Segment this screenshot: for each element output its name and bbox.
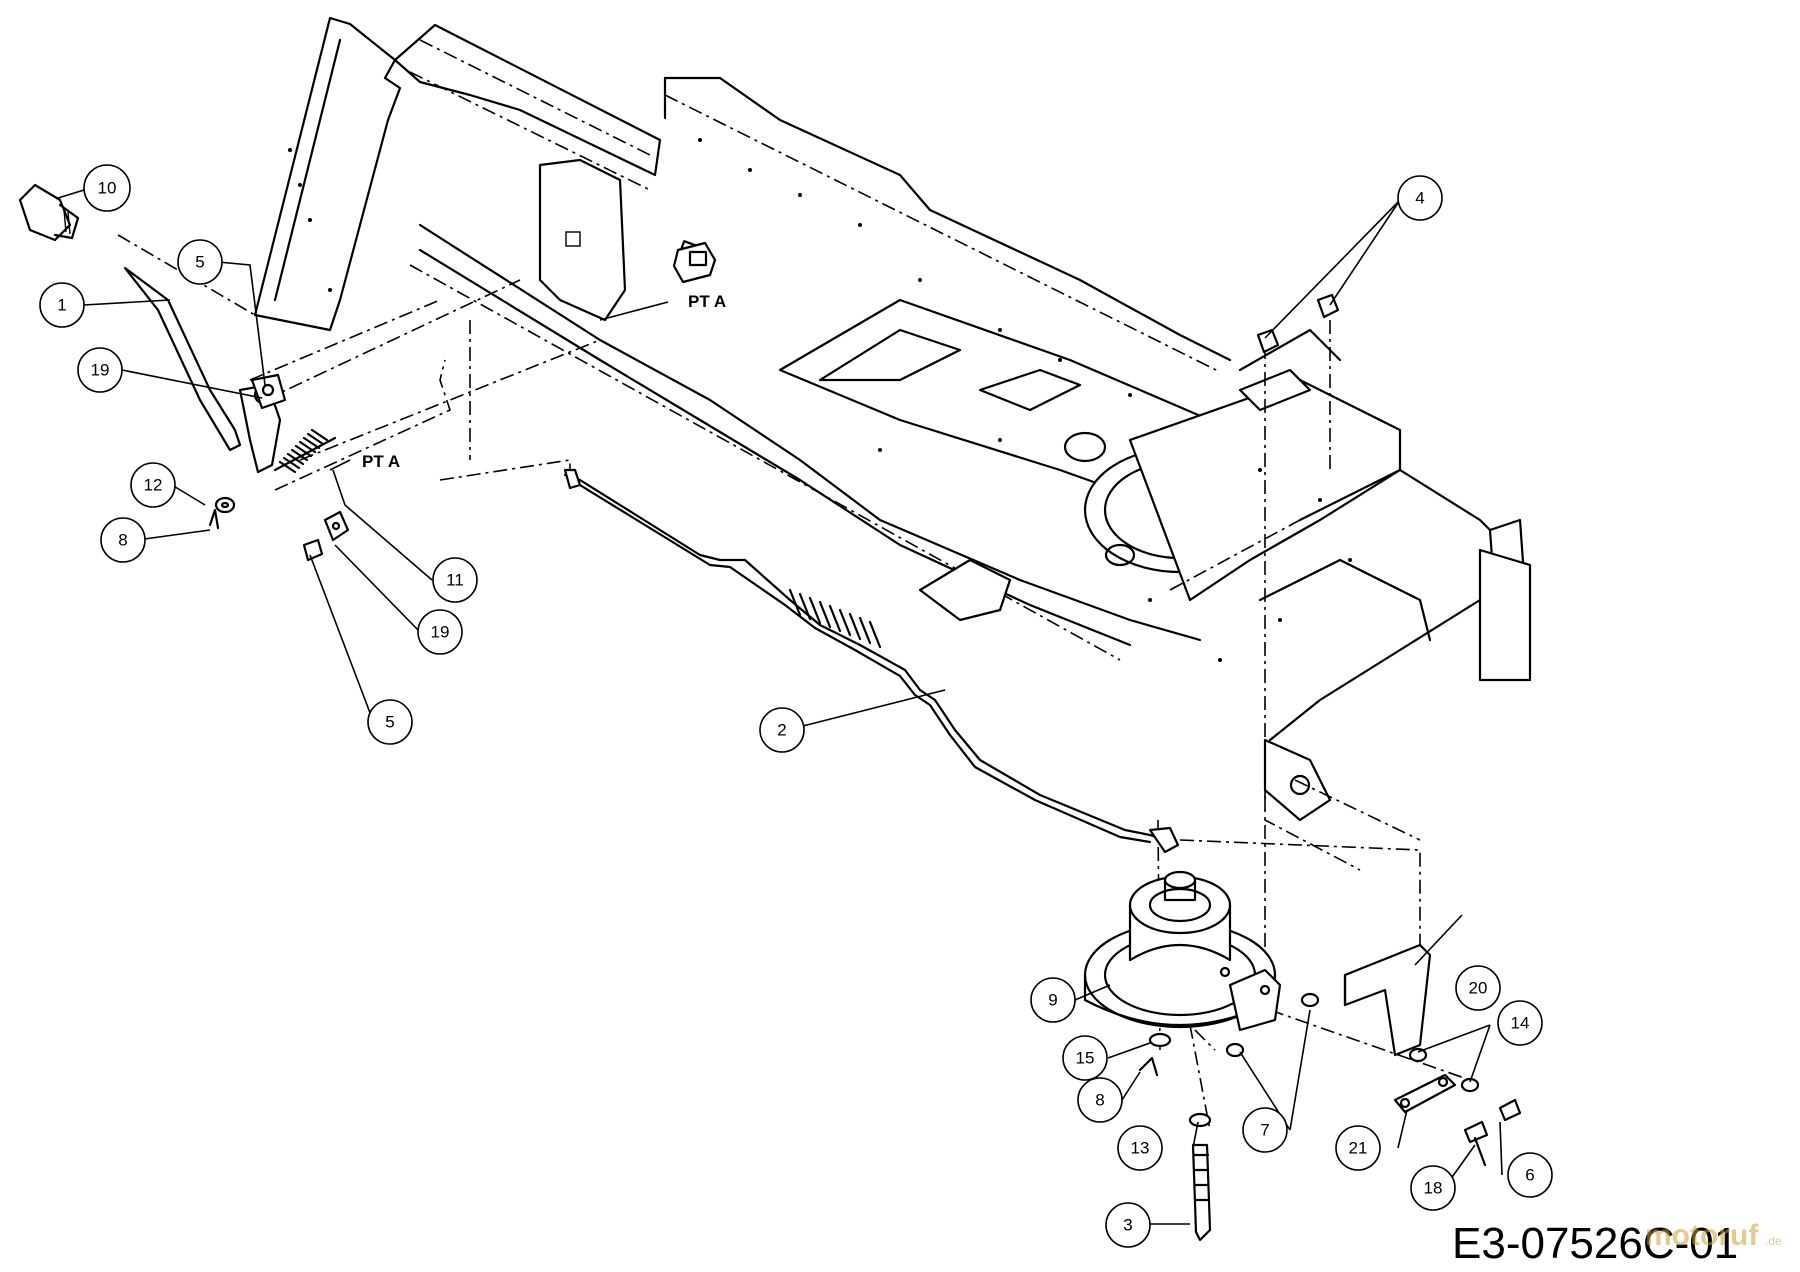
pto-lever <box>123 266 282 474</box>
svg-text:4: 4 <box>1415 189 1424 208</box>
callout-14[interactable]: 14 <box>1497 1000 1543 1046</box>
callout-7[interactable]: 7 <box>1242 1107 1288 1153</box>
callout-3[interactable]: 3 <box>1105 1202 1151 1248</box>
svg-text:3: 3 <box>1123 1216 1132 1235</box>
pto-switch <box>672 241 717 284</box>
hardware-small <box>1138 992 1522 1167</box>
svg-text:19: 19 <box>91 361 110 380</box>
drawing-number: E3-07526C-01 <box>1452 1219 1738 1268</box>
svg-text:2: 2 <box>777 721 786 740</box>
callout-15[interactable]: 15 <box>1062 1035 1108 1081</box>
svg-text:19: 19 <box>431 623 450 642</box>
strap-21 <box>1393 1073 1457 1114</box>
callout-2[interactable]: 2 <box>759 707 805 753</box>
callout-20[interactable]: 20 <box>1455 965 1501 1011</box>
svg-text:11: 11 <box>446 571 464 590</box>
svg-text:10: 10 <box>98 179 117 198</box>
spring-11 <box>273 428 337 474</box>
svg-text:5: 5 <box>195 253 204 272</box>
callout-21[interactable]: 21 <box>1335 1125 1381 1171</box>
pto-knob <box>18 183 80 242</box>
svg-text:5: 5 <box>385 713 394 732</box>
callout-13[interactable]: 13 <box>1117 1125 1163 1171</box>
svg-text:9: 9 <box>1048 991 1057 1010</box>
callout-10[interactable]: 10 <box>83 164 131 212</box>
svg-text:12: 12 <box>144 476 163 495</box>
callout-1[interactable]: 1 <box>39 282 85 328</box>
callout-18[interactable]: 18 <box>1410 1165 1456 1211</box>
callout-19-lower[interactable]: 19 <box>417 609 463 655</box>
clutch-bolt <box>1191 1143 1212 1242</box>
svg-text:15: 15 <box>1076 1049 1095 1068</box>
callout-5-lower[interactable]: 5 <box>367 699 413 745</box>
pto-rod <box>563 468 1180 854</box>
svg-text:18: 18 <box>1424 1179 1443 1198</box>
callout-12[interactable]: 12 <box>130 462 176 508</box>
lever-bracket <box>250 373 287 410</box>
callout-8-lower[interactable]: 8 <box>1077 1077 1123 1123</box>
svg-text:8: 8 <box>1095 1091 1104 1110</box>
pto-clutch <box>1083 870 1282 1032</box>
frame-holes <box>288 138 1352 662</box>
callout-6[interactable]: 6 <box>1507 1152 1553 1198</box>
callout-19-upper[interactable]: 19 <box>77 347 123 393</box>
svg-text:13: 13 <box>1131 1139 1150 1158</box>
watermark-logo: motoruf <box>1645 1219 1759 1252</box>
pt-a-label-upper: PT A <box>688 292 726 311</box>
chassis-frame <box>253 16 1532 822</box>
callout-11[interactable]: 11 <box>432 557 478 603</box>
clutch-bracket <box>1343 943 1432 1057</box>
svg-text:1: 1 <box>57 296 66 315</box>
callout-5-upper[interactable]: 5 <box>177 239 223 285</box>
svg-text:7: 7 <box>1260 1121 1269 1140</box>
callout-4[interactable]: 4 <box>1397 175 1443 221</box>
svg-text:8: 8 <box>118 531 127 550</box>
washer-12 <box>214 496 236 514</box>
svg-text:20: 20 <box>1469 979 1488 998</box>
pt-a-label-lower: PT A <box>362 452 400 471</box>
svg-text:14: 14 <box>1511 1014 1530 1033</box>
svg-text:21: 21 <box>1349 1139 1368 1158</box>
callout-8-upper[interactable]: 8 <box>100 517 146 563</box>
watermark-suffix: .de <box>1765 1234 1782 1248</box>
svg-text:6: 6 <box>1525 1166 1534 1185</box>
callout-9[interactable]: 9 <box>1030 977 1076 1023</box>
nut-5 <box>302 538 324 562</box>
clip-19 <box>323 510 350 542</box>
cotter-pin-8 <box>208 508 220 530</box>
